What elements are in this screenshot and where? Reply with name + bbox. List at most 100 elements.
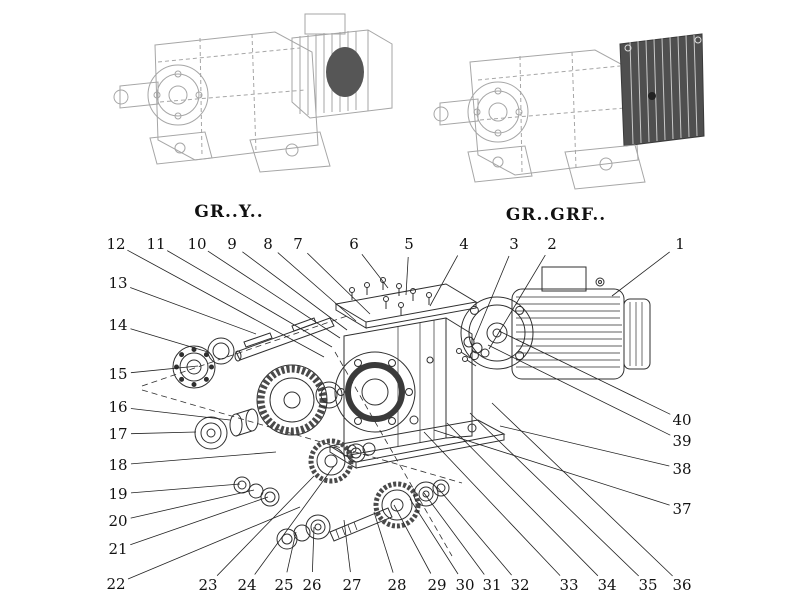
washer-set (233, 476, 280, 507)
callout-12: 12 (106, 235, 125, 253)
spacer-bushing (229, 408, 259, 437)
callout-8: 8 (263, 235, 273, 253)
leader-line-26 (312, 526, 315, 573)
leader-line-33 (423, 431, 561, 576)
cover-bolts (349, 277, 432, 315)
callout-16: 16 (108, 398, 127, 416)
motor-mounting-hardware (456, 336, 490, 367)
exploded-view (141, 266, 651, 557)
output-bearing (172, 345, 216, 389)
leader-line-5 (405, 256, 409, 296)
leader-line-7 (307, 252, 371, 315)
callout-38: 38 (672, 460, 691, 478)
callout-5: 5 (404, 235, 414, 253)
gearmotor-drawing-gr-y (113, 13, 393, 173)
callout-13: 13 (108, 274, 127, 292)
leader-line-34 (446, 422, 599, 577)
callout-14: 14 (108, 316, 127, 334)
pinion-shaft-assembly (276, 479, 450, 550)
alignment-axis-2 (141, 389, 463, 484)
leader-line-17 (130, 431, 197, 435)
leader-line-1 (611, 251, 670, 297)
callout-31: 31 (482, 576, 501, 594)
leader-line-31 (423, 492, 485, 575)
leader-line-12 (127, 249, 325, 358)
callout-2: 2 (547, 235, 557, 253)
leader-line-9 (242, 251, 348, 331)
callout-27: 27 (342, 576, 361, 594)
callout-39: 39 (672, 432, 691, 450)
gear-intermediate (308, 438, 376, 484)
callout-29: 29 (427, 576, 446, 594)
alignment-axis-3 (334, 351, 453, 557)
leader-line-27 (343, 519, 351, 573)
bearing-left (194, 416, 228, 450)
callout-6: 6 (349, 235, 359, 253)
leader-line-15 (130, 365, 199, 374)
leader-line-40 (498, 330, 671, 415)
leader-line-11 (166, 250, 333, 348)
callout-34: 34 (597, 576, 616, 594)
callout-3: 3 (509, 235, 519, 253)
callout-32: 32 (510, 576, 529, 594)
callout-17: 17 (108, 425, 127, 443)
alignment-axis-1 (141, 314, 351, 387)
leader-line-2 (488, 254, 546, 350)
gear-spacer-rings (315, 381, 343, 409)
leader-line-29 (393, 504, 432, 574)
leader-line-16 (130, 408, 231, 421)
callout-10: 10 (187, 235, 206, 253)
leader-line-23 (216, 475, 315, 576)
leader-line-19 (130, 483, 241, 494)
leader-line-4 (429, 255, 459, 307)
callout-35: 35 (638, 576, 657, 594)
callout-23: 23 (198, 576, 217, 594)
leader-line-32 (436, 486, 512, 576)
input-flange (334, 351, 416, 433)
output-shaft (234, 317, 335, 362)
callout-24: 24 (237, 576, 256, 594)
leader-line-37 (433, 429, 670, 506)
callout-25: 25 (274, 576, 293, 594)
leader-line-6 (361, 254, 389, 289)
gearmotor-drawing-gr-grf (433, 33, 705, 190)
leader-line-38 (499, 425, 670, 467)
leader-line-36 (491, 402, 673, 577)
callout-28: 28 (387, 576, 406, 594)
gearbox-housing (328, 317, 506, 469)
callout-30: 30 (455, 576, 474, 594)
output-seal-ring (207, 337, 235, 365)
variant-label-left: GR..Y.. (194, 202, 263, 222)
leader-line-18 (130, 451, 277, 465)
callout-26: 26 (302, 576, 321, 594)
callout-15: 15 (108, 365, 127, 383)
leader-line-35 (469, 412, 639, 577)
callout-20: 20 (108, 512, 127, 530)
callout-36: 36 (672, 576, 691, 594)
leader-line-20 (130, 489, 255, 519)
leader-line-25 (286, 531, 297, 573)
motor (460, 266, 651, 380)
callout-22: 22 (106, 575, 125, 593)
leader-line-13 (130, 287, 257, 335)
leader-line-10 (207, 250, 341, 339)
callout-21: 21 (108, 540, 127, 558)
leader-line-39 (487, 344, 671, 436)
variant-label-right: GR..GRF.. (506, 205, 606, 225)
callout-19: 19 (108, 485, 127, 503)
callout-11: 11 (146, 235, 165, 253)
callout-4: 4 (459, 235, 469, 253)
callout-18: 18 (108, 456, 127, 474)
leader-line-24 (254, 465, 335, 575)
leader-line-3 (473, 255, 510, 341)
leader-line-22 (127, 506, 301, 580)
leader-line-14 (130, 328, 209, 353)
callout-37: 37 (672, 500, 691, 518)
leader-line-8 (277, 252, 357, 322)
callout-40: 40 (672, 411, 691, 429)
leader-line-21 (130, 496, 269, 546)
callout-9: 9 (227, 235, 237, 253)
callout-7: 7 (293, 235, 303, 253)
